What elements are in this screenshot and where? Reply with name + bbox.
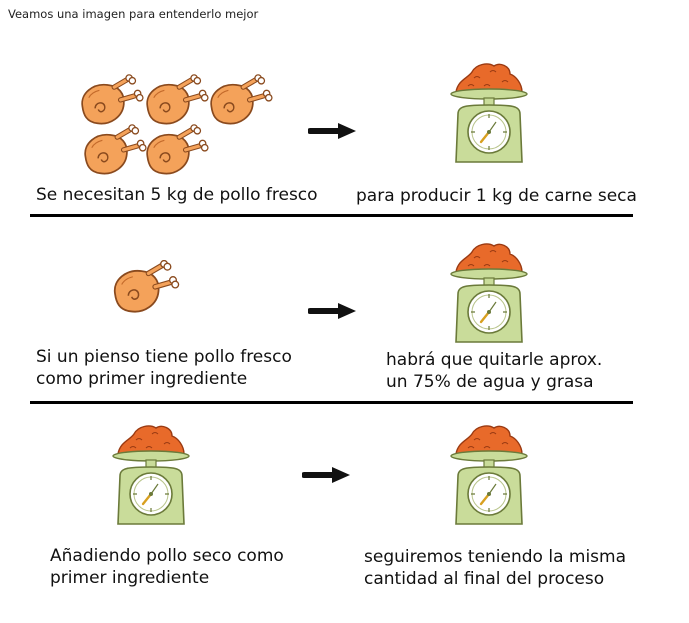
divider-2: [30, 401, 633, 404]
row-3-right-text: seguiremos teniendo la misma cantidad al…: [364, 546, 626, 590]
divider-1: [30, 214, 633, 217]
scale-with-meat-icon: [106, 420, 196, 530]
row-1-right-text: para producir 1 kg de carne seca: [356, 186, 637, 206]
scale-with-meat-icon: [444, 420, 534, 530]
roast-chicken-icon: [76, 74, 144, 130]
roast-chicken-icon: [141, 74, 209, 130]
row-2-right-line: un 75% de agua y grasa: [386, 372, 594, 392]
scale-with-meat-icon: [444, 58, 534, 168]
row-2-left-line: como primer ingrediente: [36, 369, 248, 389]
roast-chicken-icon: [141, 124, 209, 180]
right-arrow-icon: [308, 122, 358, 140]
right-arrow-icon: [302, 466, 352, 484]
roast-chicken-icon: [108, 260, 180, 318]
row-3-right-line: cantidad al final del proceso: [364, 569, 605, 589]
roast-chicken-icon: [79, 124, 147, 180]
row-1-left-text: Se necesitan 5 kg de pollo fresco: [36, 185, 318, 205]
scale-with-meat-icon: [444, 238, 534, 348]
row-2-left-text: Si un pienso tiene pollo fresco como pri…: [36, 346, 292, 390]
roast-chicken-icon: [205, 74, 273, 130]
row-3-right-line: seguiremos teniendo la misma: [364, 547, 627, 567]
intro-text: Veamos una imagen para entenderlo mejor: [8, 7, 259, 21]
row-3-left-text: Añadiendo pollo seco como primer ingredi…: [50, 545, 284, 589]
row-3-left-line: Añadiendo pollo seco como: [50, 546, 284, 566]
row-2-left-line: Si un pienso tiene pollo fresco: [36, 347, 292, 367]
row-2-right-line: habrá que quitarle aprox.: [386, 350, 603, 370]
right-arrow-icon: [308, 302, 358, 320]
row-3-left-line: primer ingrediente: [50, 568, 210, 588]
row-2-right-text: habrá que quitarle aprox. un 75% de agua…: [386, 349, 602, 393]
